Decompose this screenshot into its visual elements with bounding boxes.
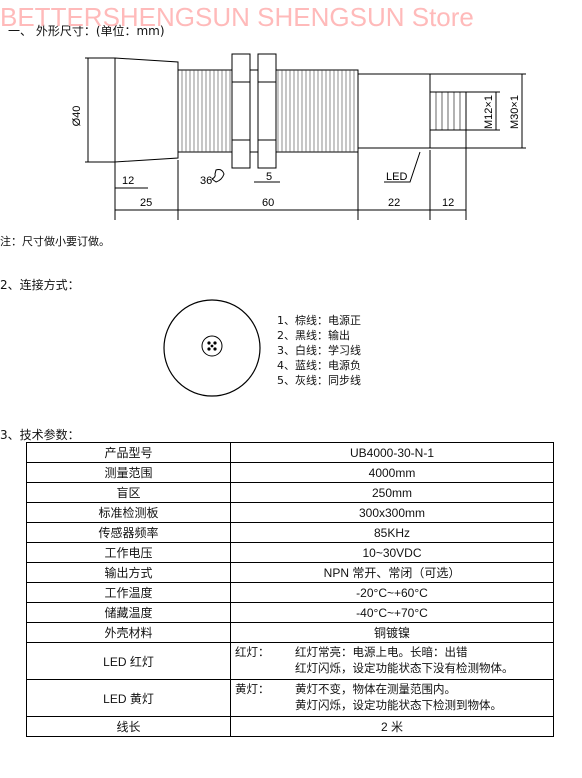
- wrench-icon: [211, 169, 225, 183]
- wire-5: 5、灰线：同步线: [277, 374, 361, 387]
- m30-label: M30×1: [509, 95, 521, 129]
- connector-face-drawing: [163, 299, 261, 397]
- dim-body: 60: [262, 197, 274, 209]
- table-row-led-red: LED 红灯 红灯：红灯常亮：电源上电。长暗：出错红灯闪烁，设定功能状态下没有检…: [26, 642, 554, 680]
- housing-circle: [163, 299, 261, 397]
- nut-left: [231, 53, 251, 169]
- table-row: 工作温度-20°C~+60°C: [26, 582, 554, 603]
- table-row-led-yellow: LED 黄灯 黄灯：黄灯不变，物体在测量范围内。黄灯闪烁，设定功能状态下检测到物…: [26, 679, 554, 717]
- dim-tail: 22: [388, 197, 400, 209]
- store-watermark: BETTERSHENGSUN SHENGSUN Store: [0, 2, 474, 32]
- size-note: 注：尺寸做小要订做。: [0, 235, 110, 248]
- wiring-legend: 1、棕线：电源正 2、黑线：输出 3、白线：学习线 4、蓝线：电源负 5、灰线：…: [277, 313, 361, 388]
- dim-head-lip: 12: [122, 175, 134, 187]
- dim-head: 25: [140, 197, 152, 209]
- dim-wrench: 36: [200, 175, 212, 187]
- dimension-drawing: Ø40 M12×1 M30×1 12 25 60 22 12 36 5 LED: [71, 53, 526, 220]
- dim-nut: 5: [266, 171, 272, 183]
- m12-label: M12×1: [483, 95, 495, 129]
- sensor-head: [114, 57, 179, 163]
- wire-3: 3、白线：学习线: [277, 344, 361, 357]
- pin-ring: [201, 335, 223, 357]
- wire-2: 2、黑线：输出: [277, 329, 350, 342]
- nut-right: [257, 53, 277, 169]
- led-label: LED: [386, 171, 407, 183]
- section-3-title: 3、技术参数：: [0, 428, 80, 442]
- wire-4: 4、蓝线：电源负: [277, 359, 361, 372]
- tail-body: [357, 73, 431, 149]
- table-row: 储藏温度-40°C~+70°C: [26, 602, 554, 623]
- dia-label: Ø40: [71, 106, 83, 127]
- section-2-title: 2、连接方式：: [0, 278, 80, 292]
- wire-1: 1、棕线：电源正: [277, 314, 361, 327]
- table-row: 外壳材料铜镀镍: [26, 622, 554, 643]
- section-1-title: 一、 外形尺寸：(单位：mm): [8, 24, 165, 38]
- dim-connector: 12: [442, 197, 454, 209]
